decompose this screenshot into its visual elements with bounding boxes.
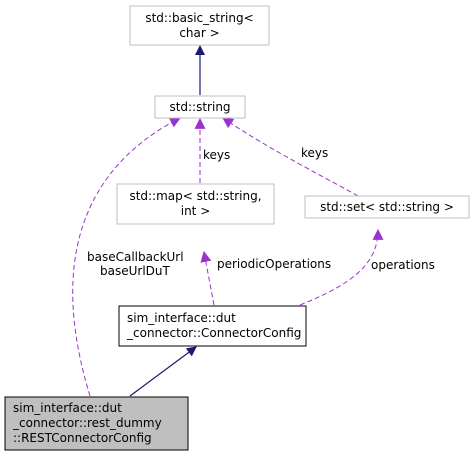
node-connector-config-line1: sim_interface::dut [127, 311, 236, 325]
node-connector-config[interactable]: sim_interface::dut _connector::Connector… [118, 305, 307, 347]
node-connector-config-line2: _connector::ConnectorConfig [126, 326, 301, 340]
node-map[interactable]: std::map< std::string, int > [116, 183, 275, 225]
node-rest-connector-config-line1: sim_interface::dut [13, 401, 122, 415]
node-set-line1: std::set< std::string > [320, 200, 454, 214]
node-set[interactable]: std::set< std::string > [304, 195, 470, 219]
node-rest-connector-config-line2: _connector::rest_dummy [12, 416, 162, 430]
node-basic-string-line1: std::basic_string< [145, 11, 253, 25]
edge-periodic-operations [200, 250, 215, 306]
edge-label-periodic-operations: periodicOperations [217, 257, 331, 271]
edge-label-set-keys: keys [301, 146, 328, 160]
node-string[interactable]: std::string [154, 95, 246, 119]
edge-label-map-keys: keys [203, 148, 230, 162]
node-map-line2: int > [181, 204, 211, 218]
edge-label-base-callback-url: baseCallbackUrl [87, 250, 184, 264]
edge-label-operations: operations [371, 258, 435, 272]
node-basic-string-line2: char > [179, 26, 219, 40]
node-basic-string[interactable]: std::basic_string< char > [129, 5, 270, 46]
edge-rest-to-connector-config [129, 346, 197, 397]
edge-label-base-url-dut: baseUrlDuT [100, 264, 171, 278]
node-string-line1: std::string [169, 100, 230, 114]
edge-set-keys [222, 117, 359, 197]
node-rest-connector-config-line3: ::RESTConnectorConfig [13, 431, 152, 445]
node-rest-connector-config[interactable]: sim_interface::dut _connector::rest_dumm… [4, 396, 189, 451]
edge-base-urls [72, 117, 181, 397]
edge-operations [299, 228, 384, 306]
node-map-line1: std::map< std::string, [129, 189, 261, 203]
